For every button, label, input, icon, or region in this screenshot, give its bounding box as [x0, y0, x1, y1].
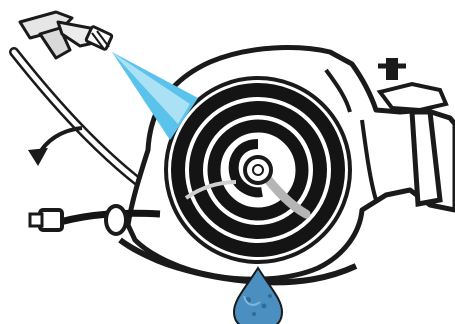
rotation-arrow-icon	[28, 128, 82, 166]
hose-connector	[30, 210, 62, 230]
spray-gun-icon	[20, 12, 112, 58]
hose-reel-drum	[166, 78, 350, 262]
